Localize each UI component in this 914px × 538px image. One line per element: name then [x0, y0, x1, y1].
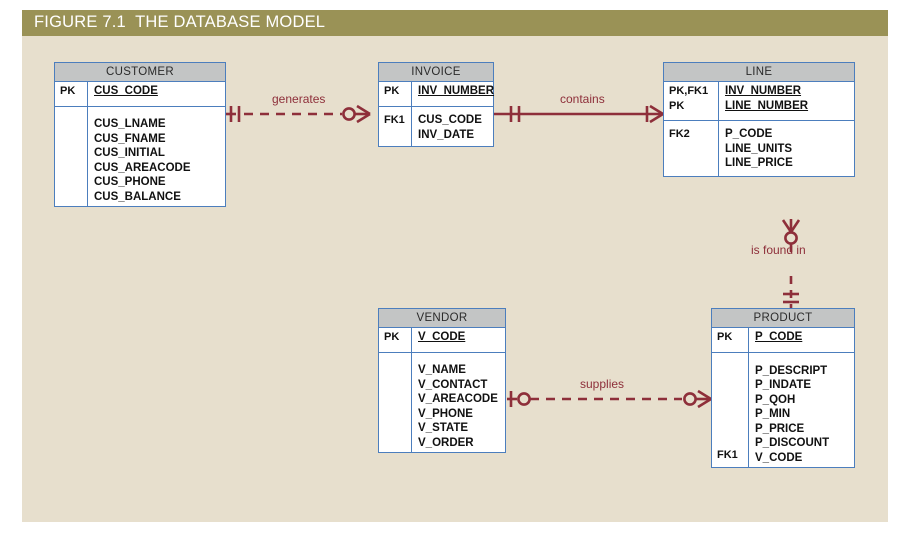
- entity-invoice-pk-attrs: INV_NUMBER: [418, 85, 495, 97]
- entity-vendor-title: VENDOR: [378, 308, 506, 328]
- relationship-connectors: [226, 104, 801, 409]
- entity-invoice-body: PK INV_NUMBER FK1 CUS_CODE INV_DATE: [378, 82, 494, 147]
- entity-vendor-attr-section: V_NAME V_CONTACT V_AREACODE V_PHONE V_ST…: [379, 352, 505, 452]
- entity-invoice-pk-section: PK INV_NUMBER: [379, 82, 494, 106]
- entity-customer-attrs: CUS_LNAME CUS_FNAME CUS_INITIAL CUS_AREA…: [94, 118, 191, 203]
- diagram-canvas: generates contains is found in supplies …: [22, 36, 888, 522]
- entity-vendor-pk-section: PK V_CODE: [379, 328, 505, 352]
- entity-product[interactable]: PRODUCT PK P_CODE FK1 P_DESC: [711, 308, 855, 468]
- relationship-label-is-found-in: is found in: [751, 243, 806, 257]
- entity-line-attr-section: FK2 P_CODE LINE_UNITS LINE_PRICE: [664, 120, 854, 176]
- entity-customer-pk-section: PK CUS_CODE: [55, 82, 225, 106]
- entity-line[interactable]: LINE PK,FK1 PK INV_NUMBER LINE_NUMBER FK…: [663, 62, 855, 177]
- entity-product-attrs: P_DESCRIPT P_INDATE P_QOH P_MIN P_PRICE …: [755, 364, 830, 464]
- entity-customer-attr-section: CUS_LNAME CUS_FNAME CUS_INITIAL CUS_AREA…: [55, 106, 225, 206]
- entity-product-pk-attrs: P_CODE: [755, 331, 803, 343]
- entity-customer-pk-keys: PK: [55, 82, 88, 106]
- entity-invoice-title: INVOICE: [378, 62, 494, 82]
- entity-invoice-attrs: CUS_CODE INV_DATE: [418, 114, 482, 141]
- entity-line-pk-section: PK,FK1 PK INV_NUMBER LINE_NUMBER: [664, 82, 854, 120]
- entity-line-attrs: P_CODE LINE_UNITS LINE_PRICE: [725, 128, 793, 169]
- entity-invoice-pk-keys: PK: [379, 82, 412, 106]
- entity-line-pk-attrs: INV_NUMBER LINE_NUMBER: [725, 85, 809, 112]
- relationship-label-contains: contains: [560, 92, 605, 106]
- relationship-label-supplies: supplies: [580, 377, 625, 391]
- figure-container: FIGURE 7.1 THE DATABASE MODEL: [22, 10, 888, 522]
- entity-line-title: LINE: [663, 62, 855, 82]
- entity-line-body: PK,FK1 PK INV_NUMBER LINE_NUMBER FK2 P_C…: [663, 82, 855, 177]
- entity-customer-body: PK CUS_CODE CUS_LNAME CUS_FNAME CUS_INIT…: [54, 82, 226, 207]
- entity-vendor-pk-keys: PK: [379, 328, 412, 352]
- entity-customer-title: CUSTOMER: [54, 62, 226, 82]
- entity-customer[interactable]: CUSTOMER PK CUS_CODE CUS_LNAME CUS_FNAM: [54, 62, 226, 207]
- entity-product-body: PK P_CODE FK1 P_DESCRIPT P_INDATE P_QOH: [711, 328, 855, 468]
- entity-product-pk-keys: PK: [712, 328, 749, 352]
- entity-customer-attr-keys: [55, 107, 88, 206]
- entity-customer-pk-attrs: CUS_CODE: [94, 85, 158, 97]
- entity-vendor-body: PK V_CODE V_NAME V_CONTACT V_AREACODE V_…: [378, 328, 506, 453]
- entity-vendor-attr-keys: [379, 353, 412, 452]
- entity-invoice-attr-keys: FK1: [379, 107, 412, 146]
- figure-title: FIGURE 7.1 THE DATABASE MODEL: [34, 13, 326, 31]
- entity-product-attr-keys: FK1: [712, 353, 749, 467]
- entity-vendor[interactable]: VENDOR PK V_CODE V_NAME V_CONTACT: [378, 308, 506, 453]
- entity-product-pk-section: PK P_CODE: [712, 328, 854, 352]
- entity-product-title: PRODUCT: [711, 308, 855, 328]
- entity-vendor-attrs: V_NAME V_CONTACT V_AREACODE V_PHONE V_ST…: [418, 364, 498, 449]
- entity-invoice[interactable]: INVOICE PK INV_NUMBER FK1 CU: [378, 62, 494, 147]
- entity-invoice-attr-section: FK1 CUS_CODE INV_DATE: [379, 106, 493, 146]
- relationship-label-generates: generates: [272, 92, 326, 106]
- entity-line-pk-keys: PK,FK1 PK: [664, 82, 719, 120]
- entity-vendor-pk-attrs: V_CODE: [418, 331, 466, 343]
- figure-banner: FIGURE 7.1 THE DATABASE MODEL: [22, 10, 888, 36]
- entity-line-attr-keys: FK2: [664, 121, 719, 176]
- entity-product-attr-section: FK1 P_DESCRIPT P_INDATE P_QOH P_MIN P_PR…: [712, 352, 854, 467]
